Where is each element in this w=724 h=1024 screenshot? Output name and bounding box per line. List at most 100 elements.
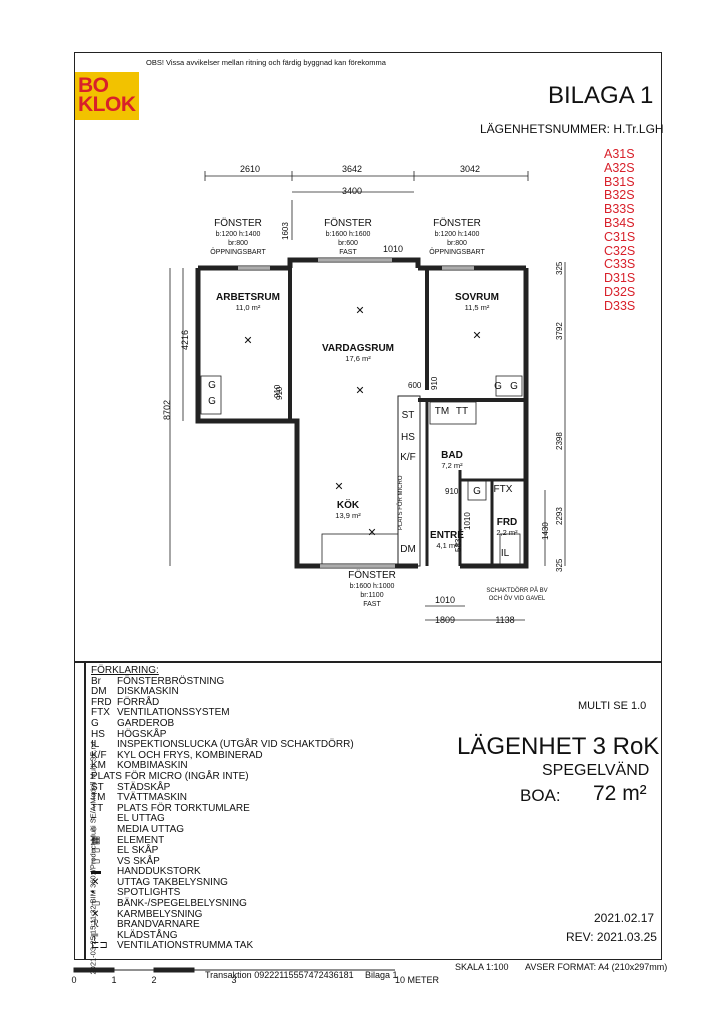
legend-abbr: ╤ xyxy=(91,929,99,941)
apartment-code: C31S xyxy=(604,229,636,244)
dimension: 1010 xyxy=(435,595,455,605)
drawing-frame xyxy=(74,52,662,960)
window-size: b:1200 h:1400 xyxy=(435,231,480,238)
legend-abbr: G xyxy=(91,717,99,729)
dimension: 1430 xyxy=(541,522,550,540)
legend-text: FÖRRÅD xyxy=(117,696,160,708)
ceiling-light-icon: ✕ xyxy=(243,335,252,347)
legend-item: ▭BÄNK-/SPEGELBELYSNING xyxy=(91,898,354,910)
legend-abbr: TT xyxy=(91,802,104,814)
dimension: 2610 xyxy=(240,164,260,174)
room-name: KÖK xyxy=(337,498,360,511)
legend-item: ▭ VS SKÅP xyxy=(91,855,354,868)
legend-text: HÖGSKÅP xyxy=(117,728,167,740)
legend-text: ELEMENT xyxy=(117,834,165,846)
legend-abbr: ▦ xyxy=(91,834,101,846)
room-name: BAD xyxy=(441,450,463,461)
room-name: ARBETSRUM xyxy=(216,292,280,303)
dimension: 1603 xyxy=(281,222,290,240)
legend-abbr: ○ xyxy=(91,823,98,835)
window-sill: br:600 xyxy=(338,240,358,247)
dimension: 3792 xyxy=(555,322,564,340)
boa-value: 72 m² xyxy=(593,782,647,805)
room-area: 11,5 m² xyxy=(465,303,490,312)
dimension: 1138 xyxy=(495,615,514,625)
legend-abbr: ▭ xyxy=(91,855,101,867)
fixture-label: HS xyxy=(401,432,415,443)
window-type: ÖPPNINGSBART xyxy=(210,248,266,256)
fixture-label: G xyxy=(494,381,502,392)
dimension: 1809 xyxy=(435,615,455,625)
window-size: b:1600 h:1000 xyxy=(350,583,395,590)
window-sill: br:1100 xyxy=(360,592,383,599)
window-type: ÖPPNINGSBART xyxy=(429,248,485,256)
legend-item: ○MEDIA UTTAG xyxy=(91,823,354,836)
room-name: FRD xyxy=(497,517,518,528)
legend-item: ▬HANDDUKSTORK xyxy=(91,867,354,878)
legend-text: HANDDUKSTORK xyxy=(117,866,201,878)
dimension: 910 xyxy=(430,376,439,390)
legend-title: FÖRKLARING: xyxy=(91,665,159,676)
file-path: 2021-03-25 15:11:32 BIM 360://Product Mu… xyxy=(88,741,98,975)
legend-item: •SPOTLIGHTS xyxy=(91,888,354,899)
dimension: 583 xyxy=(454,538,463,552)
dimension: 325 xyxy=(555,558,564,572)
ceiling-light-icon: ✕ xyxy=(472,330,481,342)
disclaimer: OBS! Vissa avvikelser mellan ritning och… xyxy=(146,58,386,67)
paper-format: AVSER FORMAT: A4 (210x297mm) xyxy=(525,962,667,972)
room-area: 7,2 m² xyxy=(441,461,463,470)
apartment-code: B32S xyxy=(604,188,635,203)
apartment-code: B33S xyxy=(604,202,635,217)
window-type: FAST xyxy=(339,249,357,256)
legend-text: EL SKÅP xyxy=(117,845,159,857)
legend-text: VS SKÅP xyxy=(117,855,160,867)
legend-text: PLATS FÖR TORKTUMLARE xyxy=(117,802,250,814)
fixture-label: FTX xyxy=(494,484,513,495)
legend-abbr: ✕ xyxy=(91,908,100,920)
apartment-code: C32S xyxy=(604,243,636,258)
dimension: 3642 xyxy=(342,164,362,174)
dimension: 910 xyxy=(275,386,284,400)
room-area: 4,1 m² xyxy=(436,541,458,550)
date: 2021.02.17 xyxy=(594,911,655,925)
room-name: VARDAGSRUM xyxy=(322,343,394,354)
legend-text: KYL OCH FRYS, KOMBINERAD xyxy=(117,749,263,761)
legend-abbr: ⌐ xyxy=(91,813,97,825)
apartment-code: D33S xyxy=(604,298,636,313)
legend-item: TT PLATS FÖR TORKTUMLARE xyxy=(91,802,354,815)
divider xyxy=(84,661,86,960)
legend-item: ▦ ELEMENT xyxy=(91,834,354,847)
legend-item: ▭EL SKÅP xyxy=(91,845,354,857)
shaft-note: OCH ÖV VID GAVEL xyxy=(489,595,546,602)
legend-item: ⊏⊐VENTILATIONSTRUMMA TAK xyxy=(91,941,354,952)
window-label: FÖNSTER xyxy=(214,217,262,229)
window-label: FÖNSTER xyxy=(433,217,481,229)
legend-item: ✕KARMBELYSNING xyxy=(91,908,354,921)
legend-text: KOMBIMASKIN xyxy=(117,760,188,772)
legend-text: VENTILATIONSTRUMMA TAK xyxy=(117,940,254,952)
dimension: 600 xyxy=(408,381,422,390)
legend-abbr: ▭ xyxy=(91,898,101,910)
fixture-label: G xyxy=(473,486,481,497)
apartment-code: A31S xyxy=(604,147,635,161)
legend-text: SPOTLIGHTS xyxy=(117,887,181,899)
legend-item: ⌐EL UTTAG xyxy=(91,814,354,825)
page-title: BILAGA 1 xyxy=(548,82,654,109)
scale-tick: 3 xyxy=(231,975,236,985)
legend-text: UTTAG TAKBELYSNING xyxy=(117,876,228,888)
ceiling-light-icon: ✕ xyxy=(334,481,343,493)
window-size: b:1600 h:1600 xyxy=(326,231,371,238)
variant: SPEGELVÄND xyxy=(542,762,650,779)
transaction-id: Transaktion 09222115557472436181 xyxy=(205,970,354,980)
legend-text: DISKMASKIN xyxy=(117,686,179,698)
room-area: 17,6 m² xyxy=(345,354,371,363)
